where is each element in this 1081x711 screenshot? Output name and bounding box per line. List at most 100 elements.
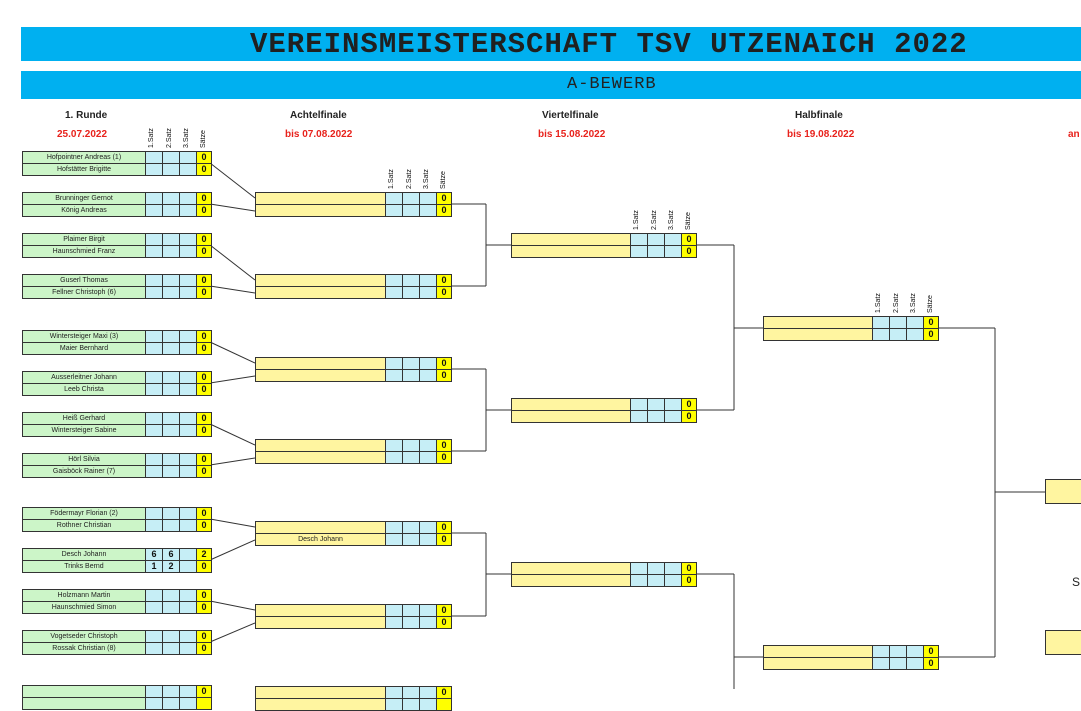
- set-score[interactable]: [162, 642, 180, 655]
- set-score[interactable]: [419, 616, 437, 629]
- set-score[interactable]: [179, 383, 197, 396]
- set-score[interactable]: [179, 465, 197, 478]
- set-score[interactable]: [162, 286, 180, 299]
- player-name[interactable]: [255, 204, 386, 217]
- player-name[interactable]: Hofstätter Brigitte: [22, 163, 146, 176]
- set-score[interactable]: [179, 424, 197, 437]
- set-score[interactable]: [402, 533, 420, 546]
- set-score[interactable]: [162, 424, 180, 437]
- set-score[interactable]: [145, 697, 163, 710]
- set-score[interactable]: [889, 328, 907, 341]
- set-score[interactable]: [647, 245, 665, 258]
- set-score[interactable]: [179, 601, 197, 614]
- set-score[interactable]: [419, 698, 437, 711]
- set-score[interactable]: [145, 424, 163, 437]
- player-name[interactable]: König Andreas: [22, 204, 146, 217]
- player-name[interactable]: [763, 328, 873, 341]
- set-score[interactable]: [385, 698, 403, 711]
- set-score[interactable]: [179, 204, 197, 217]
- set-score[interactable]: [385, 616, 403, 629]
- set-score[interactable]: [385, 369, 403, 382]
- player-name[interactable]: [511, 245, 631, 258]
- set-score[interactable]: [419, 286, 437, 299]
- set-score[interactable]: [402, 286, 420, 299]
- set-score[interactable]: [179, 245, 197, 258]
- set-score[interactable]: [385, 451, 403, 464]
- set-score[interactable]: [162, 204, 180, 217]
- set-score[interactable]: [179, 342, 197, 355]
- set-score[interactable]: [402, 204, 420, 217]
- set-score[interactable]: [179, 642, 197, 655]
- set-score[interactable]: [419, 533, 437, 546]
- player-name[interactable]: Trinks Bernd: [22, 560, 146, 573]
- set-score[interactable]: 2: [162, 560, 180, 573]
- set-score[interactable]: [664, 245, 682, 258]
- set-score[interactable]: [145, 601, 163, 614]
- player-name[interactable]: Desch Johann: [255, 533, 386, 546]
- player-name[interactable]: Rothner Christian: [22, 519, 146, 532]
- player-name[interactable]: [763, 657, 873, 670]
- set-score[interactable]: [872, 328, 890, 341]
- set-score[interactable]: [385, 286, 403, 299]
- set-score[interactable]: [630, 410, 648, 423]
- set-score[interactable]: [162, 245, 180, 258]
- set-score[interactable]: [179, 286, 197, 299]
- set-score[interactable]: [145, 519, 163, 532]
- player-name[interactable]: [255, 286, 386, 299]
- set-score[interactable]: [162, 383, 180, 396]
- set-score[interactable]: [145, 163, 163, 176]
- player-name[interactable]: Gaisböck Rainer (7): [22, 465, 146, 478]
- set-score[interactable]: [179, 163, 197, 176]
- set-score[interactable]: [419, 204, 437, 217]
- set-score[interactable]: [162, 519, 180, 532]
- set-score[interactable]: [145, 245, 163, 258]
- player-name[interactable]: [22, 697, 146, 710]
- set-score[interactable]: [419, 451, 437, 464]
- set-score[interactable]: [647, 574, 665, 587]
- set-score[interactable]: [162, 163, 180, 176]
- player-name[interactable]: Haunschmied Simon: [22, 601, 146, 614]
- set-score[interactable]: [402, 616, 420, 629]
- player-name[interactable]: Leeb Christa: [22, 383, 146, 396]
- set-score[interactable]: [630, 574, 648, 587]
- set-score[interactable]: [145, 342, 163, 355]
- set-score[interactable]: [145, 642, 163, 655]
- set-score[interactable]: [630, 245, 648, 258]
- set-score[interactable]: [145, 286, 163, 299]
- set-score[interactable]: [647, 410, 665, 423]
- set-score[interactable]: [179, 697, 197, 710]
- player-name[interactable]: [255, 616, 386, 629]
- set-score[interactable]: [162, 342, 180, 355]
- set-score[interactable]: [872, 657, 890, 670]
- player-name[interactable]: [511, 410, 631, 423]
- player-name[interactable]: Haunschmied Franz: [22, 245, 146, 258]
- set-score[interactable]: [162, 697, 180, 710]
- set-score[interactable]: [385, 204, 403, 217]
- set-score[interactable]: [664, 410, 682, 423]
- set-score[interactable]: [162, 465, 180, 478]
- player-name[interactable]: [511, 574, 631, 587]
- set-score[interactable]: [179, 560, 197, 573]
- player-name[interactable]: Rossak Christian (8): [22, 642, 146, 655]
- player-name[interactable]: Maier Bernhard: [22, 342, 146, 355]
- player-name[interactable]: [255, 369, 386, 382]
- set-score[interactable]: [145, 465, 163, 478]
- player-name[interactable]: [255, 698, 386, 711]
- set-score[interactable]: [145, 383, 163, 396]
- set-score[interactable]: [906, 657, 924, 670]
- player-name[interactable]: Fellner Christoph (6): [22, 286, 146, 299]
- set-score[interactable]: 1: [145, 560, 163, 573]
- set-score[interactable]: [402, 369, 420, 382]
- player-name[interactable]: [255, 451, 386, 464]
- set-score[interactable]: [402, 451, 420, 464]
- player-name[interactable]: Wintersteiger Sabine: [22, 424, 146, 437]
- set-score[interactable]: [906, 328, 924, 341]
- set-score[interactable]: [179, 519, 197, 532]
- set-score[interactable]: [889, 657, 907, 670]
- set-score[interactable]: [162, 601, 180, 614]
- set-score[interactable]: [419, 369, 437, 382]
- set-score[interactable]: [664, 574, 682, 587]
- set-score[interactable]: [402, 698, 420, 711]
- set-score[interactable]: [145, 204, 163, 217]
- set-score[interactable]: [385, 533, 403, 546]
